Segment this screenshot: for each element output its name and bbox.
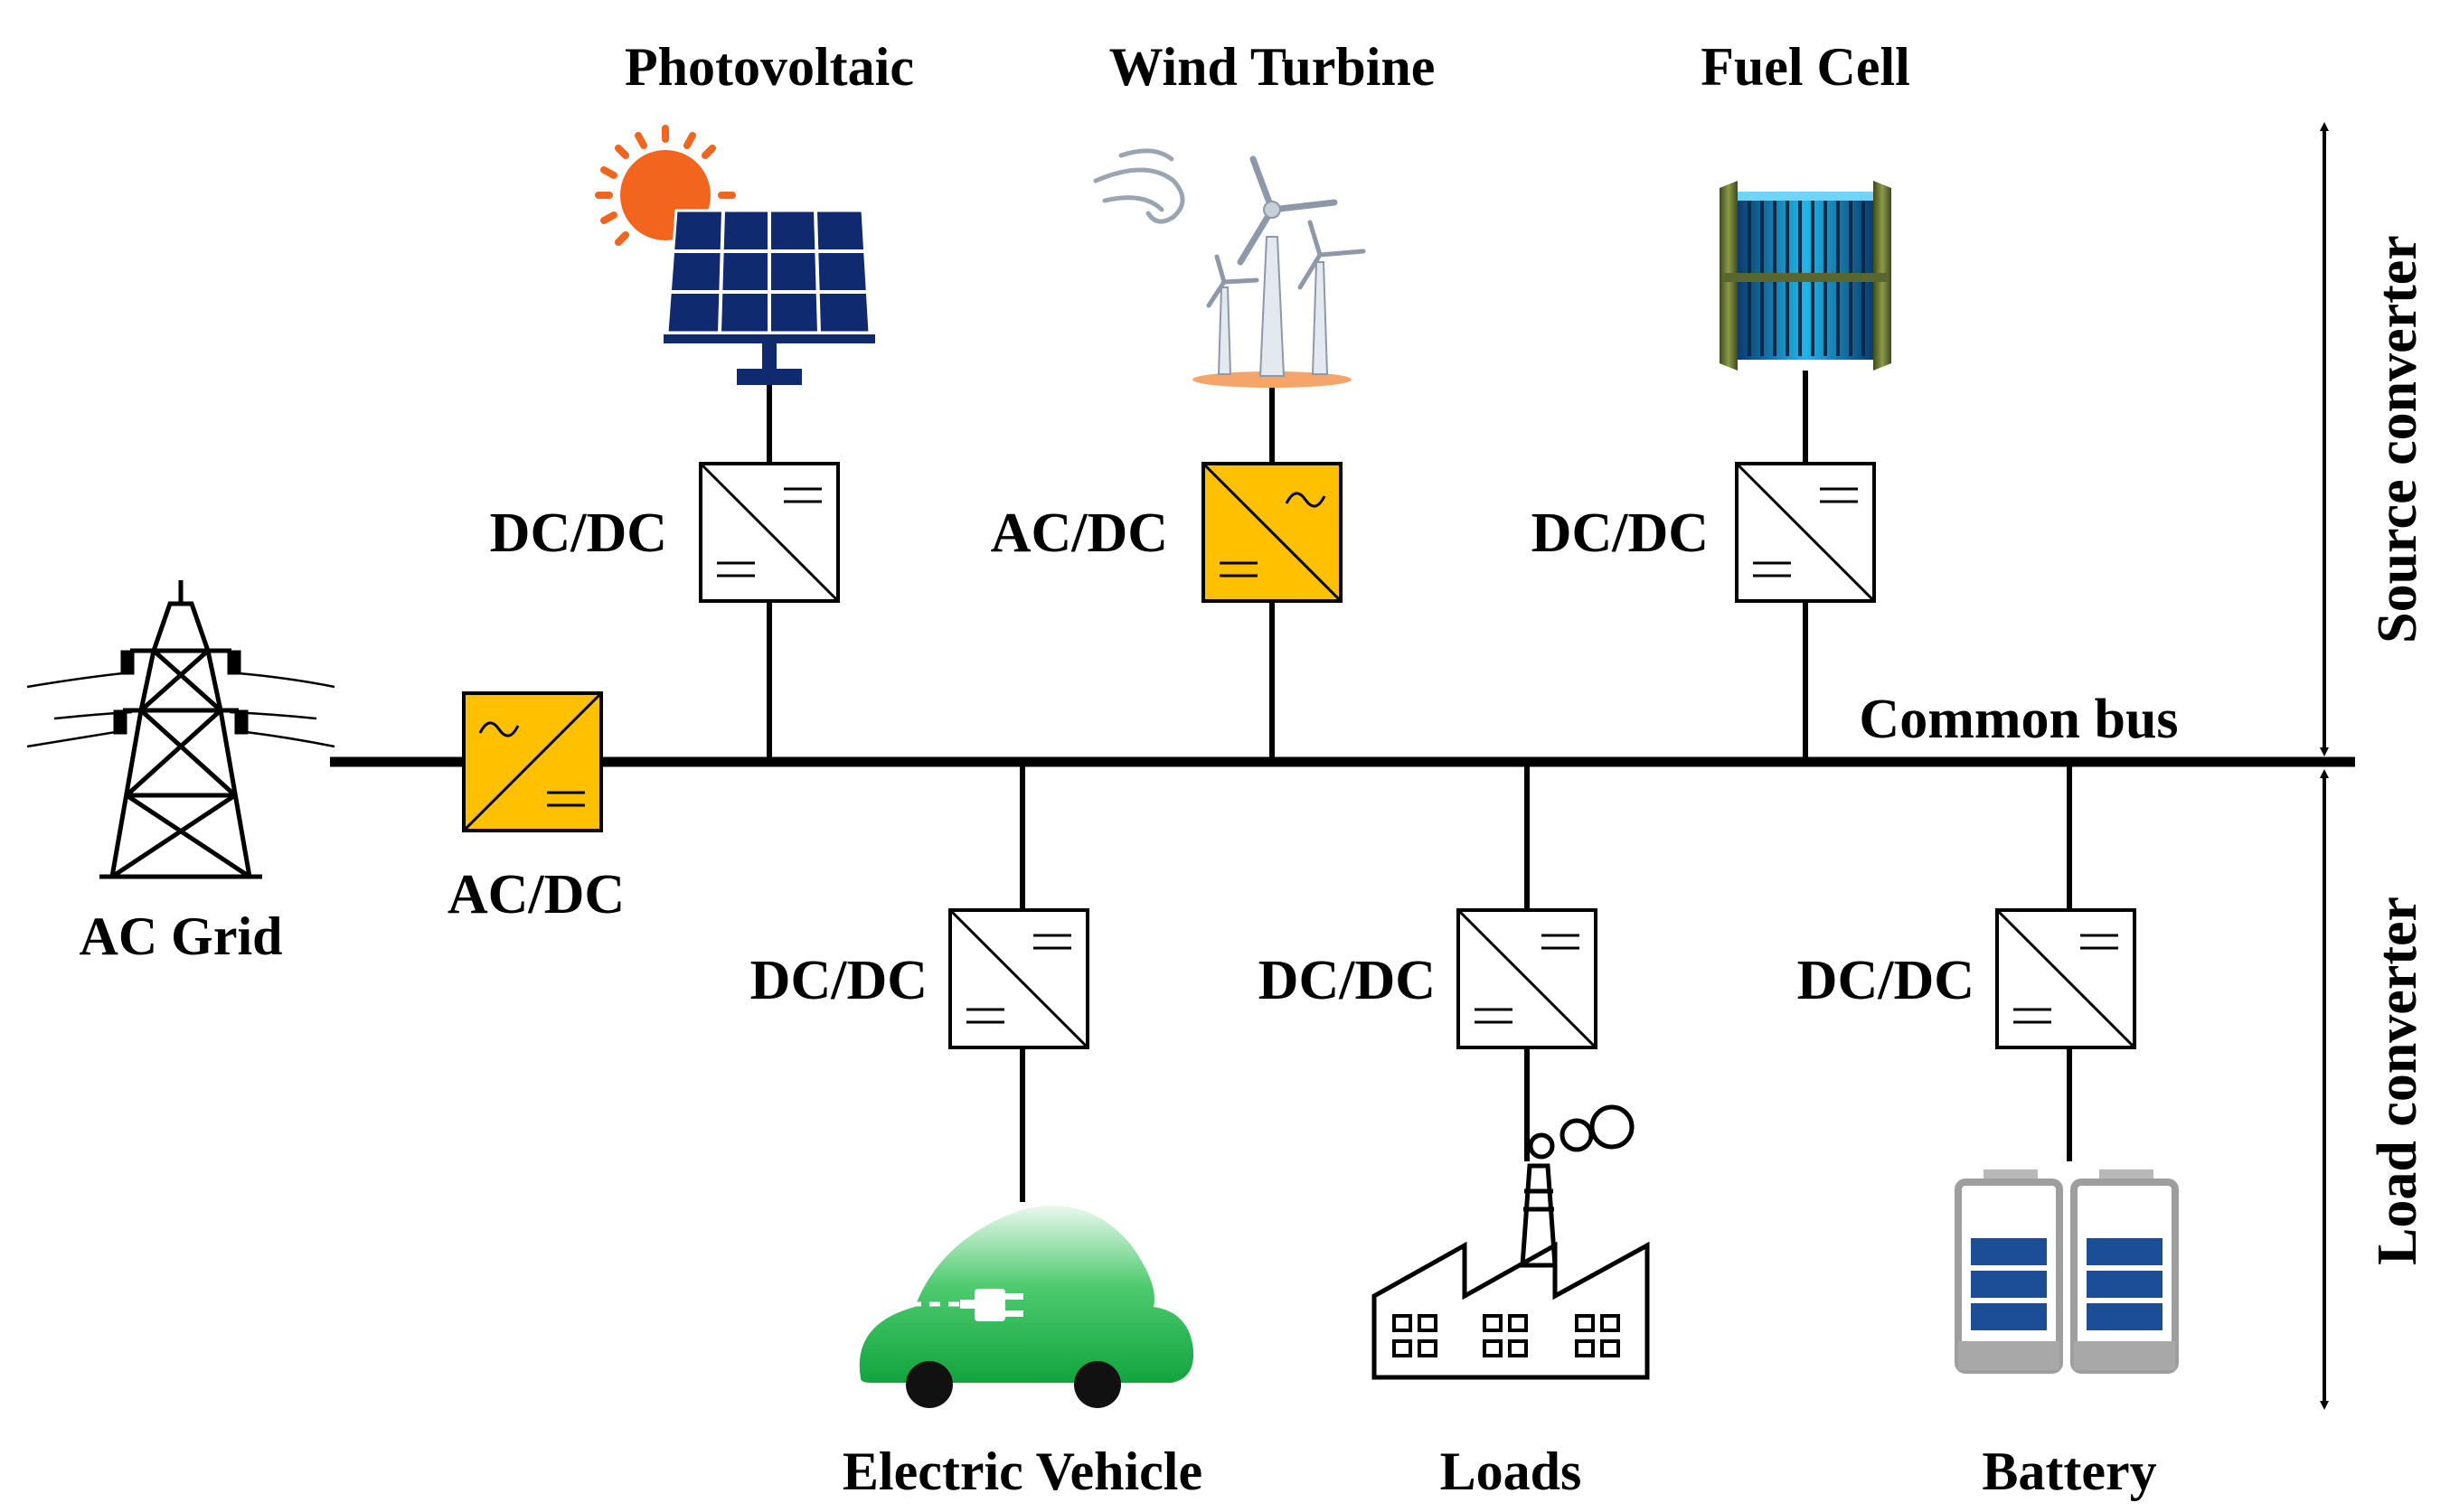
- pv-converter-label: DC/DC: [490, 502, 667, 564]
- fuel-cell-label: Fuel Cell: [1701, 37, 1910, 97]
- battery-converter-label: DC/DC: [1797, 950, 1974, 1011]
- loads-converter-label: DC/DC: [1258, 950, 1436, 1011]
- source-converter-label: Source converter: [2367, 235, 2428, 643]
- wind-turbine-label: Wind Turbine: [1109, 37, 1436, 97]
- labels: Photovoltaic Wind Turbine Fuel Cell DC/D…: [80, 37, 2429, 1501]
- wind-turbine-icon: [1093, 148, 1366, 388]
- converter-ev-dcdc: [948, 908, 1089, 1049]
- factory-icon: [1371, 1104, 1650, 1380]
- battery-icon: [1955, 1169, 2179, 1374]
- transmission-tower-icon: [26, 580, 335, 879]
- ev-converter-label: DC/DC: [750, 950, 928, 1011]
- wires: [330, 371, 2355, 1202]
- wind-converter-label: AC/DC: [991, 502, 1168, 564]
- solar-panel-icon: [595, 125, 875, 385]
- fuel-cell-icon: [1720, 181, 1891, 371]
- load-converter-label: Load converter: [2367, 897, 2428, 1265]
- ac-grid-label: AC Grid: [80, 906, 283, 966]
- converter-pv-dcdc: [699, 462, 840, 603]
- loads-label: Loads: [1440, 1442, 1582, 1501]
- electric-car-icon: [859, 1205, 1194, 1408]
- battery-label: Battery: [1982, 1442, 2156, 1501]
- photovoltaic-label: Photovoltaic: [625, 37, 914, 97]
- converter-loads-dcdc: [1456, 908, 1597, 1049]
- wind-swirl-icon: [1093, 148, 1185, 224]
- converter-battery-dcdc: [1995, 908, 2136, 1049]
- converter-fuelcell-dcdc: [1735, 462, 1876, 603]
- plug-icon: [960, 1289, 1023, 1321]
- electric-vehicle-label: Electric Vehicle: [843, 1442, 1202, 1501]
- fuelcell-converter-label: DC/DC: [1531, 502, 1709, 564]
- converter-wind-acdc: [1201, 462, 1343, 603]
- common-bus-label: Common bus: [1859, 689, 2178, 750]
- grid-converter-label: AC/DC: [448, 864, 625, 925]
- converter-grid-acdc: [462, 691, 603, 832]
